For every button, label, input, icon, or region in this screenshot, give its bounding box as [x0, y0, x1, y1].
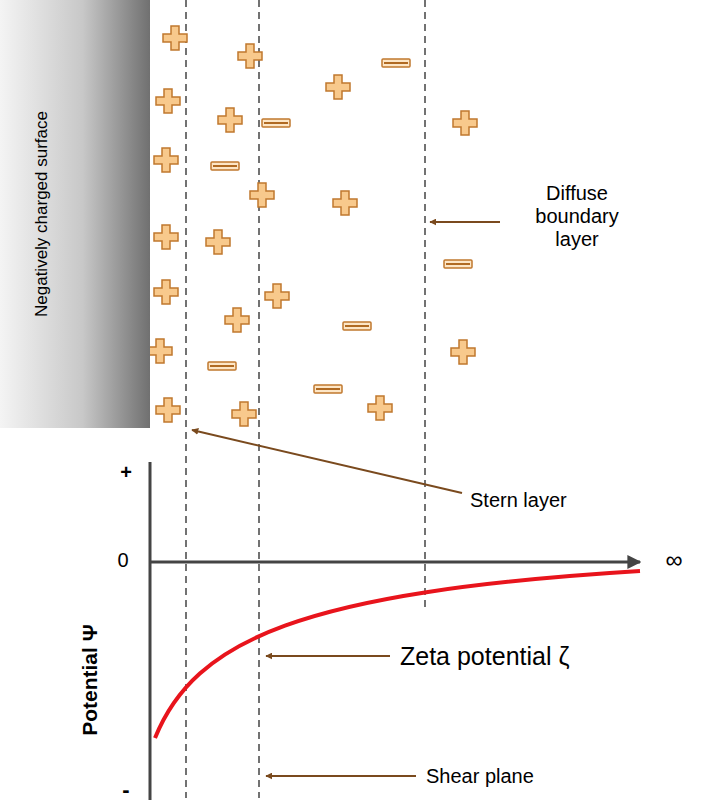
negative-ion — [262, 119, 290, 127]
negative-ion — [444, 260, 472, 268]
axis-tick: + — [120, 461, 132, 484]
positive-ion — [225, 308, 249, 332]
negative-ion — [208, 362, 236, 370]
positive-ion — [250, 183, 274, 207]
surface-label: Negatively charged surface — [32, 111, 52, 317]
axis-tick: - — [122, 777, 129, 802]
potential-curve — [155, 571, 640, 738]
leader-lines — [192, 222, 500, 776]
axis-tick: 0 — [117, 549, 128, 572]
axis-tick: ∞ — [665, 546, 682, 574]
axis-title: Potential Ψ — [78, 624, 102, 736]
positive-ion — [148, 339, 172, 363]
plane-label: Shear plane — [426, 765, 534, 788]
positive-ion — [368, 396, 392, 420]
positive-ion — [265, 284, 289, 308]
positive-ion — [232, 402, 256, 426]
negative-ion — [211, 162, 239, 170]
positive-ion — [163, 26, 187, 50]
positive-ion — [451, 340, 475, 364]
positive-ion — [154, 280, 178, 304]
zeta-label: Zeta potential ζ — [400, 642, 569, 671]
layer-label: Diffuse boundary layer — [517, 182, 637, 251]
positive-ion — [333, 191, 357, 215]
positive-ion — [154, 225, 178, 249]
negative-ion — [382, 59, 410, 67]
layer-label: Stern layer — [470, 489, 567, 512]
positive-ion — [238, 44, 262, 68]
negative-ion — [343, 322, 371, 330]
negative-ion — [314, 385, 342, 393]
ions — [148, 26, 477, 426]
positive-ion — [218, 108, 242, 132]
positive-ion — [156, 398, 180, 422]
charged-surface: Negatively charged surface — [0, 0, 150, 428]
positive-ion — [206, 230, 230, 254]
positive-ion — [156, 89, 180, 113]
axes — [150, 462, 640, 800]
positive-ion — [154, 148, 178, 172]
plane-lines — [186, 0, 425, 798]
positive-ion — [326, 75, 350, 99]
positive-ion — [453, 111, 477, 135]
